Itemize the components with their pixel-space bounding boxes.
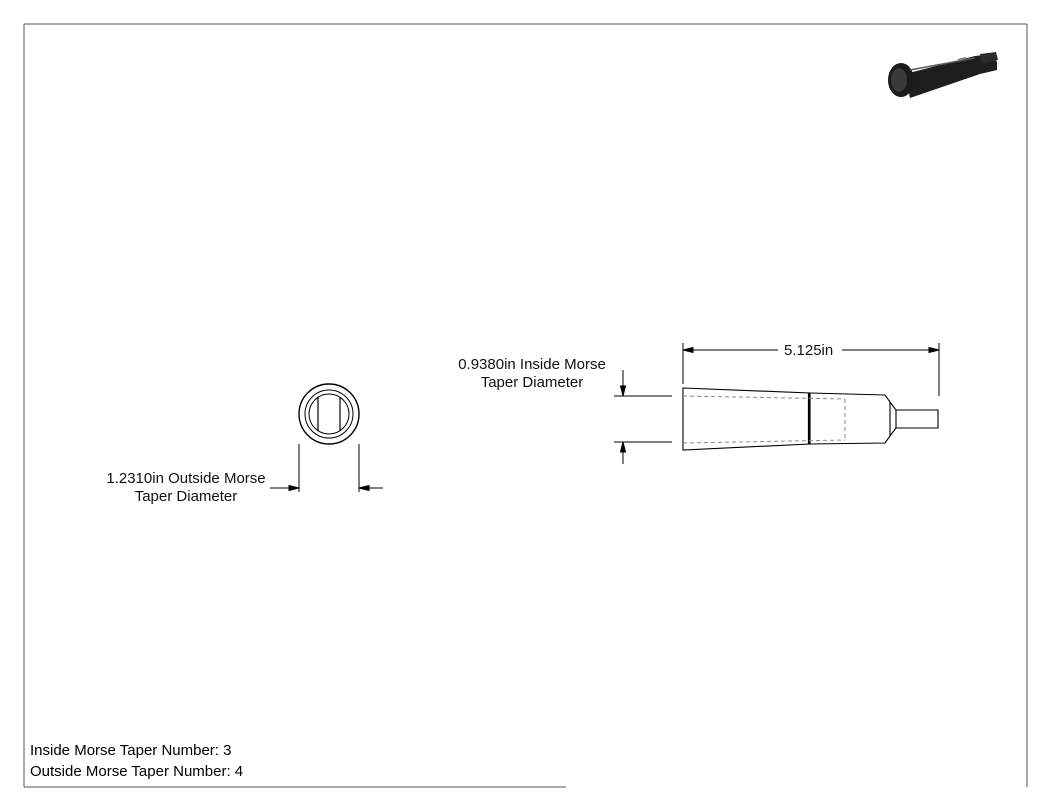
side-view [682,387,939,451]
inside-taper-note: Inside Morse Taper Number: 3 [30,742,232,759]
inside-diameter-dimension [614,370,672,464]
end-view [298,383,360,445]
length-dimension [682,343,940,396]
outside-diameter-label-line2: Taper Diameter [134,488,238,505]
outside-diameter-label: 1.2310in Outside Morse Taper Diameter [98,470,274,506]
inside-diameter-label-line1: 0.9380in Inside Morse [458,356,606,373]
hidden-lines [682,395,846,444]
outside-diameter-label-line1: 1.2310in Outside Morse [106,470,266,487]
sheet-border [23,23,1028,788]
outside-diameter-dimension [270,444,383,492]
isometric-view [888,52,998,98]
inside-diameter-label: 0.9380in Inside Morse Taper Diameter [452,356,612,392]
outside-taper-note: Outside Morse Taper Number: 4 [30,763,244,780]
length-dimension-label: 5.125in [784,342,834,359]
drawing-notes: Inside Morse Taper Number: 3 Outside Mor… [30,740,243,782]
inside-diameter-label-line2: Taper Diameter [480,374,584,391]
